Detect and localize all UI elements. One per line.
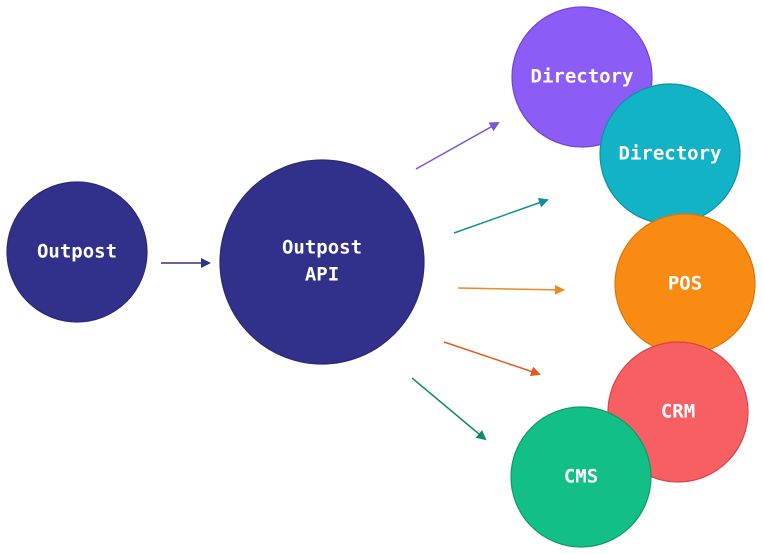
node-directory-2: Directory (599, 83, 741, 225)
node-pos-label: POS (668, 273, 702, 295)
node-cms-circle (510, 406, 652, 548)
node-api-label-line2: API (305, 264, 339, 286)
node-directory-2-label: Directory (619, 143, 722, 165)
node-outpost-api: Outpost API (219, 159, 425, 365)
node-directory-1-label: Directory (531, 66, 634, 88)
node-outpost-circle (6, 181, 148, 323)
node-pos: POS (614, 213, 756, 355)
node-outpost: Outpost (6, 181, 148, 323)
arrow-api-to-pos (457, 284, 565, 295)
node-crm-label: CRM (661, 401, 695, 423)
node-api-circle (219, 159, 425, 365)
node-cms-label: CMS (564, 466, 598, 488)
node-api-label-line1: Outpost (282, 237, 362, 259)
arrow-api-to-directory-2 (453, 197, 549, 234)
arrow-api-to-crm (443, 341, 541, 377)
arrow-api-to-cms (411, 377, 487, 441)
node-cms: CMS (510, 406, 652, 548)
arrow-api-to-directory-1 (415, 122, 500, 170)
node-outpost-label: Outpost (37, 241, 117, 263)
